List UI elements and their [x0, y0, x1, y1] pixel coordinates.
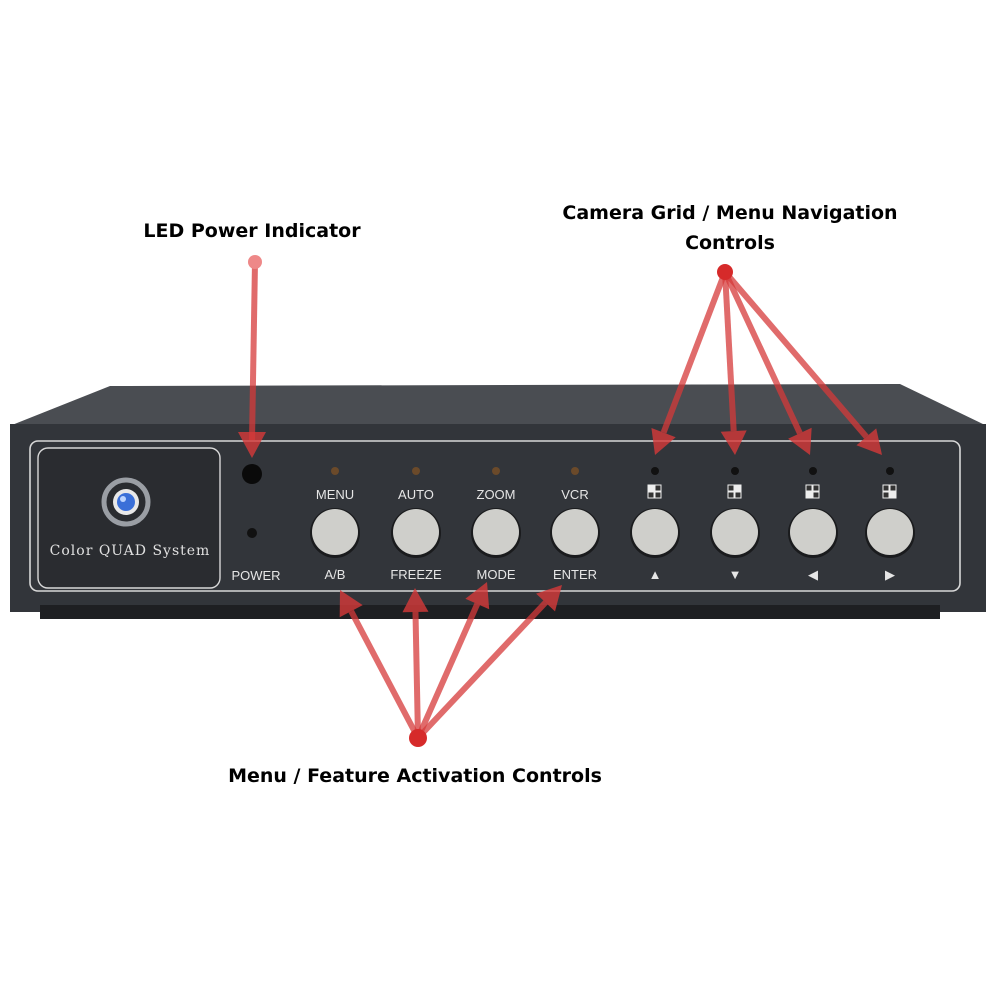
status-led: [809, 467, 817, 475]
button-bottom-label: ▲: [649, 567, 662, 582]
status-led: [331, 467, 339, 475]
panel-button[interactable]: [393, 509, 439, 555]
arrow-head: [720, 430, 747, 455]
arrow-head: [536, 585, 562, 612]
arrow-head: [339, 590, 363, 618]
annotation-dot-menu: [409, 729, 427, 747]
arrow-head: [651, 427, 676, 455]
quad-grid-icon: [805, 484, 820, 499]
arrow-head: [788, 427, 812, 455]
panel-button[interactable]: [552, 509, 598, 555]
status-led: [492, 467, 500, 475]
panel-button[interactable]: [790, 509, 836, 555]
annotation-camera-grid-line1: Camera Grid / Menu Navigation: [562, 202, 897, 224]
panel-button[interactable]: [632, 509, 678, 555]
front-panel-border: [29, 440, 961, 592]
power-led: [242, 464, 262, 484]
button-top-label: MENU: [316, 487, 354, 502]
power-switch-dot: [247, 528, 257, 538]
button-top-label: VCR: [561, 487, 588, 502]
button-top-label: ZOOM: [477, 487, 516, 502]
annotation-dot-nav: [717, 264, 733, 280]
power-label: POWER: [231, 568, 280, 583]
status-led: [886, 467, 894, 475]
annotation-arrow: [722, 271, 737, 432]
arrow-head-led: [238, 432, 266, 458]
panel-button[interactable]: [867, 509, 913, 555]
arrow-led: [249, 261, 258, 441]
chassis-shadow: [40, 605, 940, 619]
annotation-arrow: [415, 600, 548, 741]
annotation-camera-grid-line2: Controls: [685, 232, 775, 254]
button-bottom-label: MODE: [477, 567, 516, 582]
status-led: [571, 467, 579, 475]
quad-grid-icon: [882, 484, 897, 499]
annotation-led-power: LED Power Indicator: [143, 220, 361, 242]
quad-grid-icon: [647, 484, 662, 499]
annotation-arrow: [348, 609, 421, 740]
status-led: [651, 467, 659, 475]
annotation-arrow: [412, 611, 421, 739]
logo-text: Color QUAD System: [50, 543, 211, 559]
panel-button[interactable]: [473, 509, 519, 555]
status-led: [731, 467, 739, 475]
status-led: [412, 467, 420, 475]
button-bottom-label: ◀: [808, 567, 818, 582]
annotation-arrow: [722, 270, 869, 439]
panel-button[interactable]: [712, 509, 758, 555]
logo-icon: [101, 477, 151, 527]
annotation-dot-led: [248, 255, 262, 269]
button-top-label: AUTO: [398, 487, 434, 502]
button-bottom-label: ▼: [729, 567, 742, 582]
arrow-head: [402, 588, 429, 613]
annotation-arrow: [722, 270, 803, 435]
annotation-menu-feature: Menu / Feature Activation Controls: [228, 765, 602, 787]
arrow-head: [465, 582, 490, 610]
button-bottom-label: ENTER: [553, 567, 597, 582]
button-bottom-label: ▶: [885, 567, 895, 582]
arrow-head: [856, 428, 882, 455]
annotation-arrow: [660, 270, 728, 434]
button-bottom-label: A/B: [325, 567, 346, 582]
quad-grid-icon: [727, 484, 742, 499]
logo-box: [37, 447, 221, 589]
panel-button[interactable]: [312, 509, 358, 555]
annotation-arrow: [415, 602, 481, 740]
button-bottom-label: FREEZE: [390, 567, 442, 582]
